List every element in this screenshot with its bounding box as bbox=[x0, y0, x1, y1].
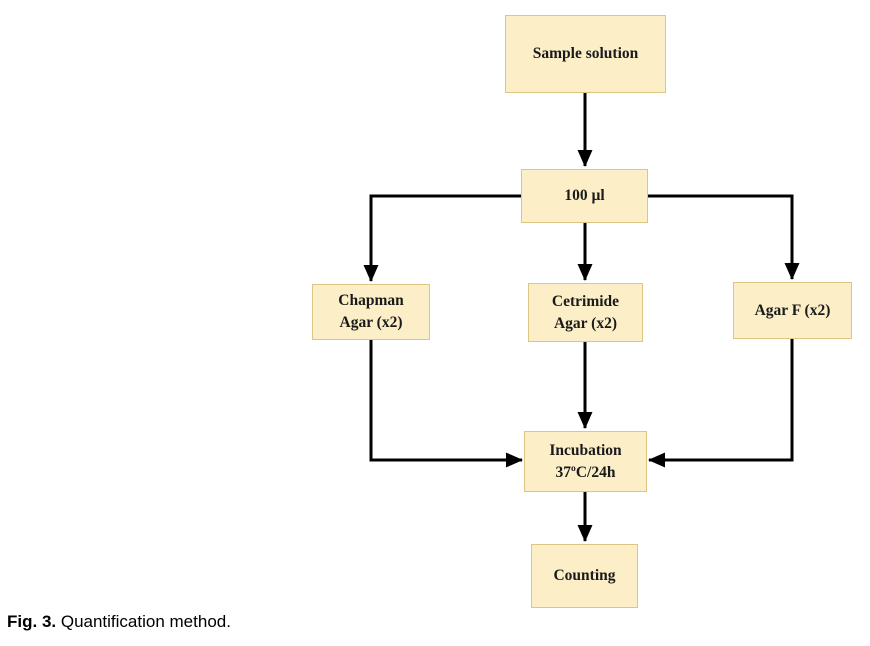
node-counting: Counting bbox=[531, 544, 638, 608]
figure-caption-text: Quantification method. bbox=[56, 612, 231, 631]
node-100ul: 100 µl bbox=[521, 169, 648, 223]
arrow-agarf-to-incubation bbox=[648, 339, 794, 468]
figure-caption: Fig. 3. Quantification method. bbox=[7, 612, 231, 632]
degree-superscript: o bbox=[571, 462, 576, 474]
figure-caption-label: Fig. 3. bbox=[7, 612, 57, 631]
arrow-chapman-to-incubation bbox=[369, 340, 523, 468]
arrow-volume-to-agarf bbox=[648, 194, 800, 280]
incubation-line1: Incubation bbox=[549, 441, 622, 459]
arrow-volume-to-chapman bbox=[363, 194, 522, 282]
node-cetrimide-agar: Cetrimide Agar (x2) bbox=[528, 283, 643, 342]
node-sample-solution: Sample solution bbox=[505, 15, 666, 93]
node-incubation: Incubation 37oC/24h bbox=[524, 431, 647, 492]
node-agar-f: Agar F (x2) bbox=[733, 282, 852, 339]
incubation-line2: 37oC/24h bbox=[555, 462, 616, 481]
node-chapman-agar: Chapman Agar (x2) bbox=[312, 284, 430, 340]
